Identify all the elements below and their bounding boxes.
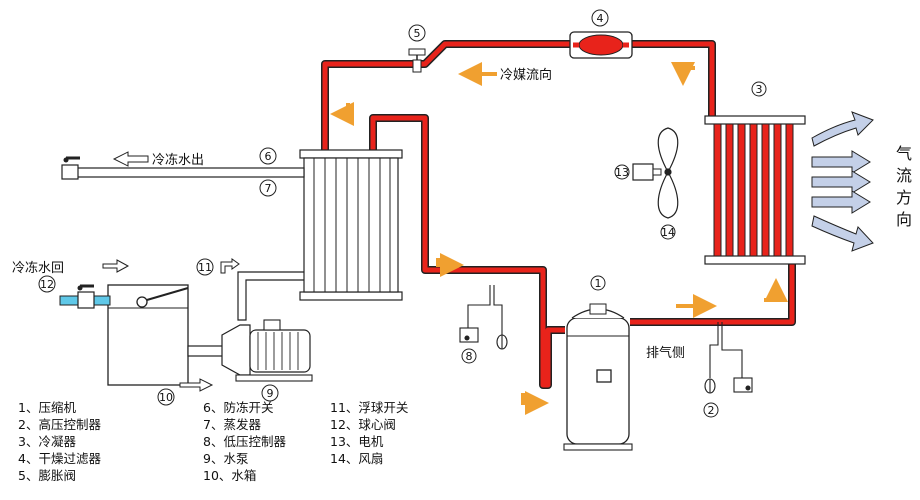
legend-item: 11、浮球开关 [330,400,408,415]
numbered-markers [38,9,767,418]
marker-1: 1 [595,277,602,290]
fan [657,127,679,219]
tank-pump-pipe [187,345,225,357]
expansion-valve [408,48,426,73]
legend-column-1: 1、压缩机 2、高压控制器 3、冷凝器 4、干燥过滤器 5、膨胀阀 [18,400,101,483]
high-pressure-controller [704,322,753,394]
fan-motor [632,163,662,181]
airflow-char: 向 [896,210,912,229]
marker-8: 8 [466,350,473,363]
airflow-char: 流 [896,166,912,185]
marker-14: 14 [661,226,675,239]
compressor [563,303,633,451]
legend-item: 12、球心阀 [330,417,396,432]
water-flow-arrows [102,151,240,392]
refrigerant-flow-label: 冷媒流向 [500,67,552,83]
legend-column-3: 11、浮球开关 12、球心阀 13、电机 14、风扇 [330,400,408,466]
legend-item: 14、风扇 [330,451,383,466]
marker-7: 7 [265,182,272,195]
legend-item: 5、膨胀阀 [18,468,76,483]
airflow-direction-label: 气 流 方 向 [896,144,912,229]
legend-item: 8、低压控制器 [203,434,286,449]
airflow-char: 方 [896,188,912,207]
legend-item: 13、电机 [330,434,384,449]
legend-item: 7、蒸发器 [203,417,261,432]
legend-item: 3、冷凝器 [18,434,76,449]
legend-item: 1、压缩机 [18,400,76,415]
airflow-char: 气 [896,144,912,163]
ball-valve-outlet [61,156,80,180]
discharge-side-label: 排气侧 [646,345,685,361]
marker-4: 4 [597,12,604,25]
marker-10: 10 [159,391,173,404]
condenser [704,115,806,265]
refrigerant-flow-arrows [330,62,788,415]
marker-5: 5 [414,27,421,40]
water-pump [221,319,313,382]
legend: 1、压缩机 2、高压控制器 3、冷凝器 4、干燥过滤器 5、膨胀阀 6、防冻开关… [18,400,408,483]
legend-item: 6、防冻开关 [203,400,273,415]
water-tank [107,284,189,386]
marker-3: 3 [756,83,763,96]
legend-item: 2、高压控制器 [18,417,101,432]
marker-numbers: 1 2 3 4 5 6 7 8 9 10 11 12 13 14 [40,12,763,417]
marker-12: 12 [40,278,54,291]
marker-2: 2 [708,404,715,417]
marker-9: 9 [267,387,274,400]
low-pressure-controller [459,285,508,350]
legend-item: 9、水泵 [203,451,248,466]
evaporator [299,149,403,301]
marker-11: 11 [198,261,212,274]
legend-item: 10、水箱 [203,468,256,483]
drier-filter [569,31,633,59]
marker-13: 13 [615,166,629,179]
chilled-water-out-label: 冷冻水出 [152,152,204,168]
airflow-arrows [811,111,874,252]
legend-item: 4、干燥过滤器 [18,451,101,466]
chilled-water-return-label: 冷冻水回 [12,260,64,276]
legend-column-2: 6、防冻开关 7、蒸发器 8、低压控制器 9、水泵 10、水箱 [203,400,286,483]
marker-6: 6 [265,150,272,163]
return-water-inlet [59,284,111,309]
